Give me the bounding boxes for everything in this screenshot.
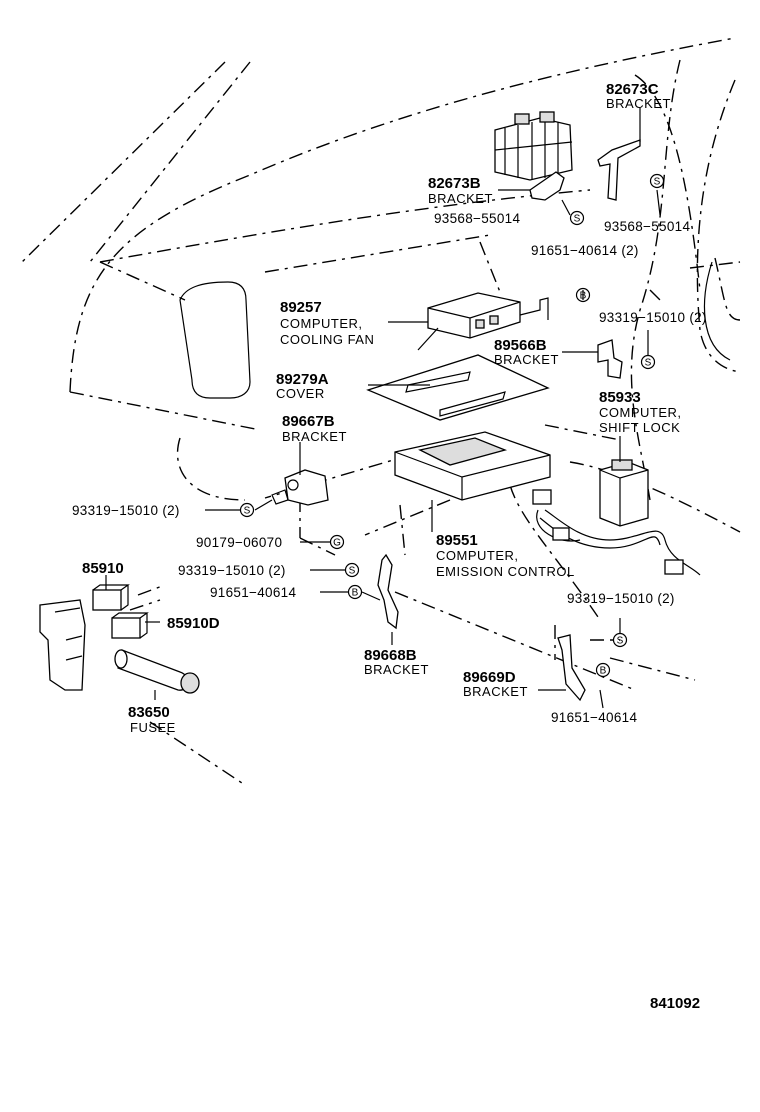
body-outline xyxy=(21,37,741,786)
bracket-89566b-shape xyxy=(597,339,623,379)
svg-text:S: S xyxy=(244,506,251,517)
part-name-82673c: BRACKET xyxy=(606,96,671,111)
computer-cooling-fan-shape xyxy=(417,292,549,351)
svg-text:G: G xyxy=(333,538,341,549)
fastener-label-f9: 93319−15010 (2) xyxy=(567,591,675,606)
part-number-89668b: 89668B xyxy=(364,647,417,664)
part-number-85910d: 85910D xyxy=(167,615,220,632)
part-number-89257: 89257 xyxy=(280,299,322,316)
part-name-85933-line2: SHIFT LOCK xyxy=(599,420,680,435)
fusee-shape xyxy=(114,649,200,694)
part-name-89566b: BRACKET xyxy=(494,352,559,367)
svg-text:S: S xyxy=(574,214,581,225)
fastener-symbol-f6: G xyxy=(329,534,345,550)
diagram-id: 841092 xyxy=(650,995,700,1012)
relay-block xyxy=(494,111,573,181)
part-name-89279a: COVER xyxy=(276,386,325,401)
part-number-89279a: 89279A xyxy=(276,371,329,388)
part-number-89566b: 89566B xyxy=(494,337,547,354)
part-name-89668b: BRACKET xyxy=(364,662,429,677)
part-name-89551-line2: EMISSION CONTROL xyxy=(436,564,575,579)
fastener-label-f7: 93319−15010 (2) xyxy=(178,563,286,578)
fastener-label-f2: 93568−55014 xyxy=(604,219,690,234)
part-number-85933: 85933 xyxy=(599,389,641,406)
part-name-89667b: BRACKET xyxy=(282,429,347,444)
bracket-82673c-shape xyxy=(597,139,641,201)
fastener-label-f1: 93568−55014 xyxy=(434,211,520,226)
shift-lock-computer-shape xyxy=(532,459,701,576)
part-name-89257-line1: COMPUTER, xyxy=(280,316,363,331)
fastener-symbol-f2: S xyxy=(649,173,665,189)
svg-text:S: S xyxy=(654,177,661,188)
emission-computer-shape xyxy=(394,431,551,501)
dash-contour xyxy=(703,261,731,361)
svg-text:B: B xyxy=(580,291,587,302)
part-number-89669d: 89669D xyxy=(463,669,516,686)
fastener-label-f8: 91651−40614 xyxy=(210,585,296,600)
fastener-symbol-f10: B xyxy=(595,662,611,678)
part-name-89551-line1: COMPUTER, xyxy=(436,548,519,563)
bracket-82673b-shape xyxy=(529,171,565,201)
part-number-82673c: 82673C xyxy=(606,81,659,98)
fastener-symbol-f8: B xyxy=(347,584,363,600)
fastener-label-f10: 91651−40614 xyxy=(551,710,637,725)
fastener-label-f3: 91651−40614 (2) xyxy=(531,243,639,258)
svg-text:S: S xyxy=(617,636,624,647)
fastener-label-f5: 93319−15010 (2) xyxy=(72,503,180,518)
part-number-85910: 85910 xyxy=(82,560,124,577)
fastener-symbol-f5: S xyxy=(239,502,255,518)
svg-text:B: B xyxy=(600,666,607,677)
svg-text:S: S xyxy=(645,358,652,369)
bracket-89667b-shape xyxy=(271,469,329,506)
part-name-85933-line1: COMPUTER, xyxy=(599,405,682,420)
svg-text:B: B xyxy=(352,588,359,599)
fastener-symbol-f9: S xyxy=(612,632,628,648)
part-name-89257-line2: COOLING FAN xyxy=(280,332,374,347)
part-name-83650: FUSEE xyxy=(130,720,176,735)
leader-lines xyxy=(105,108,661,709)
fastener-label-f6: 90179−06070 xyxy=(196,535,282,550)
part-number-83650: 83650 xyxy=(128,704,170,721)
fastener-symbol-f7: S xyxy=(344,562,360,578)
bracket-89668b-shape xyxy=(377,553,399,630)
part-name-89669d: BRACKET xyxy=(463,684,528,699)
fastener-symbol-f3: B xyxy=(575,287,591,303)
fastener-symbol-f4: S xyxy=(640,354,656,370)
part-number-89667b: 89667B xyxy=(282,413,335,430)
part-name-82673b: BRACKET xyxy=(428,191,493,206)
vent-window xyxy=(179,281,251,399)
fastener-symbol-f1: S xyxy=(569,210,585,226)
svg-text:S: S xyxy=(349,566,356,577)
part-number-89551: 89551 xyxy=(436,532,478,549)
part-number-82673b: 82673B xyxy=(428,175,481,192)
relay-holder-shape xyxy=(39,599,86,691)
bracket-89669d-shape xyxy=(557,634,586,702)
fastener-label-f4: 93319−15010 (2) xyxy=(599,310,707,325)
relays-85910-shape xyxy=(92,584,149,639)
cover-shape xyxy=(366,354,550,421)
